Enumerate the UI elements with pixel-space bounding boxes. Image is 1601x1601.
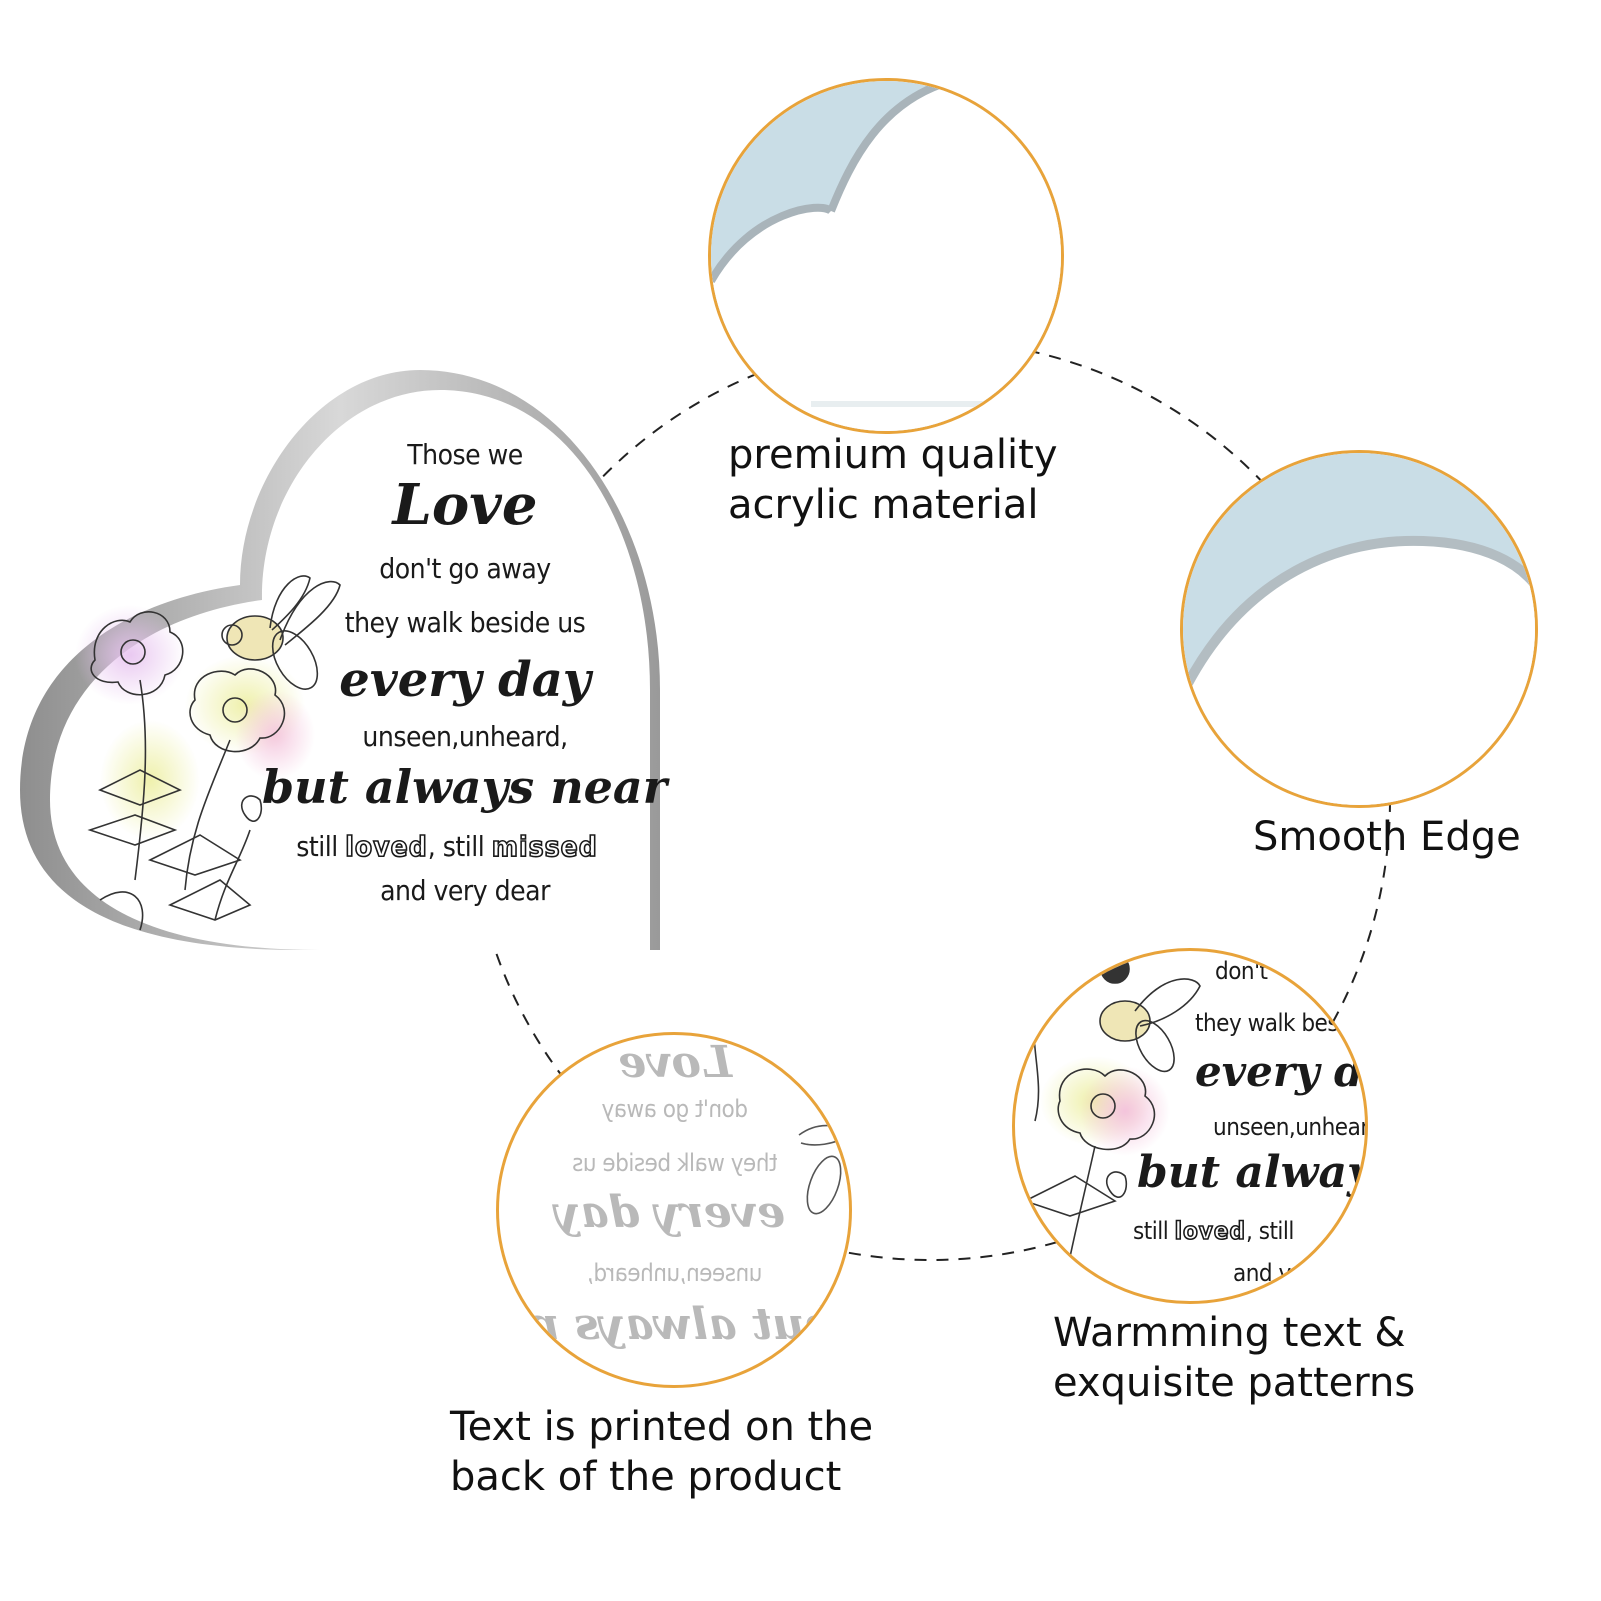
zoom-still-2: , still [1246,1217,1294,1245]
back-print-detail-circle: Love don't go away they walk beside us e… [496,1032,852,1388]
plaque-missed: missed [491,829,598,864]
back-print-caption: Text is printed on the back of the produ… [450,1402,873,1502]
material-caption: premium quality acrylic material [728,430,1058,530]
mirror-line-1: Love [618,1037,732,1088]
plaque-line-8: still loved, still missed [262,829,632,864]
heart-plaque-shape [20,370,660,950]
material-detail-circle [708,78,1064,434]
edge-detail-circle [1180,450,1538,808]
plaque-loved: loved [344,829,428,864]
plaque-still-1: still [296,830,346,863]
mirror-line-4: every day [554,1187,785,1238]
pattern-caption-line-2: exquisite patterns [1053,1360,1416,1406]
plaque-line-always-near: but always near [262,760,667,814]
smooth-edge-closeup [1183,453,1535,805]
plaque-line-6: unseen,unheard, [362,720,568,753]
edge-caption: Smooth Edge [1253,814,1521,860]
plaque-line-1: Those we [407,438,523,471]
plaque-line-love: Love [392,472,538,538]
zoom-line-5: but always [1137,1147,1365,1198]
plaque-line-every-day: every day [339,652,591,708]
zoom-line-3: every da [1195,1047,1365,1096]
pattern-caption: Warmming text & exquisite patterns [1053,1308,1415,1408]
zoom-line-4: unseen,unheard [1213,1113,1368,1141]
mirror-line-3: they walk beside us [572,1149,778,1177]
heart-plaque: Those we Love don't go away they walk be… [0,360,680,980]
plaque-still-2: , still [427,830,492,863]
plaque-line-3: don't go away [379,552,551,585]
bee-sketch-fragment [798,1124,849,1215]
zoom-line-6: still loved, still [1133,1216,1294,1246]
plaque-line-9: and very dear [380,874,550,907]
plaque-line-4: they walk beside us [344,606,586,639]
zoom-still-1: still [1133,1217,1175,1245]
pattern-closeup-art [1022,954,1201,1282]
zoom-line-7: and v [1233,1259,1291,1287]
mirror-line-5: unseen,unheard, [587,1259,763,1287]
zoom-loved: loved [1174,1216,1246,1246]
zoom-line-1: don't [1215,957,1268,985]
back-print-caption-line-1: Text is printed on the [450,1404,874,1450]
material-caption-line-1: premium quality [728,432,1058,478]
pattern-caption-line-1: Warmming text & [1053,1310,1406,1356]
back-print-caption-line-2: back of the product [450,1454,842,1500]
acrylic-edge-closeup [711,81,1061,431]
material-caption-line-2: acrylic material [728,482,1039,528]
mirror-line-6: but always near [499,1299,835,1350]
zoom-line-2: they walk bes [1195,1009,1339,1037]
mirror-line-2: don't go away [601,1095,749,1123]
pattern-detail-circle: don't they walk bes every da unseen,unhe… [1012,948,1368,1304]
